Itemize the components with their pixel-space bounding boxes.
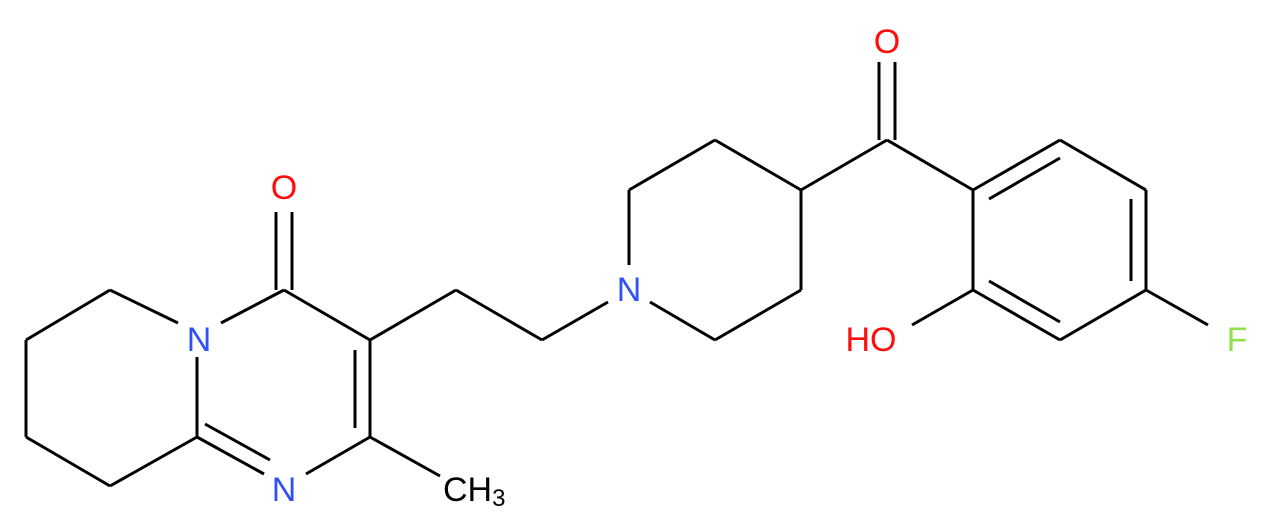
- bond: [1059, 288, 1147, 342]
- bond: [972, 288, 1061, 342]
- ethyl-linker-bonds: [369, 288, 609, 342]
- bond: [204, 422, 271, 462]
- atom-label-nitrogen: N: [272, 471, 297, 509]
- bond: [541, 300, 609, 342]
- bond: [196, 435, 265, 476]
- bond: [109, 435, 198, 488]
- benzoyl-bonds: [800, 62, 1209, 342]
- bond: [25, 435, 111, 488]
- bond: [1145, 288, 1209, 327]
- bond: [714, 138, 802, 192]
- bond: [988, 279, 1061, 324]
- atom-label-fluorine: F: [1227, 321, 1248, 359]
- atom-label-hydroxyl: HO: [846, 321, 897, 359]
- atom-label-oxygen: O: [271, 169, 297, 207]
- bond: [649, 300, 716, 342]
- bond: [369, 288, 457, 342]
- bond: [1059, 138, 1147, 192]
- atom-label-nitrogen: N: [617, 271, 642, 309]
- bond: [714, 288, 802, 342]
- bond: [220, 288, 285, 325]
- bond: [455, 288, 543, 342]
- tetrahydropyrido-ring-bonds: [24, 288, 199, 488]
- methyl-ch: CH: [443, 471, 492, 509]
- pyrimidinone-ring-bonds: [196, 212, 441, 478]
- atom-label-nitrogen: N: [187, 321, 212, 359]
- bond: [972, 138, 1061, 192]
- bond: [886, 138, 974, 192]
- piperidine-ring-bonds: [627, 138, 803, 342]
- bond: [305, 435, 371, 476]
- bond: [911, 288, 974, 327]
- bond: [800, 138, 888, 192]
- bond: [25, 288, 111, 342]
- methyl-subscript: 3: [492, 485, 505, 512]
- atom-label-oxygen: O: [874, 23, 900, 61]
- bond: [628, 138, 716, 192]
- bond: [369, 435, 441, 478]
- bond: [283, 288, 371, 342]
- bond: [109, 288, 179, 325]
- bond: [988, 156, 1061, 201]
- atom-label-methyl: CH3: [443, 471, 505, 512]
